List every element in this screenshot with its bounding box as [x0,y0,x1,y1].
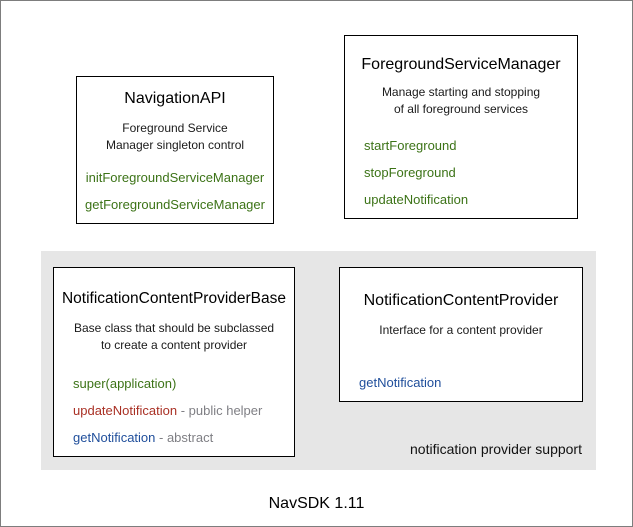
method-list: initForegroundServiceManager getForegrou… [77,170,273,212]
method-name: super(application) [73,376,177,391]
class-description-line: Interface for a content provider [379,323,543,337]
method-label: getNotification - abstract [73,430,294,445]
method-label: getNotification [359,375,442,390]
class-description-line: Foreground Service [122,121,228,135]
class-box-notification-content-provider-base: NotificationContentProviderBase Base cla… [53,267,295,457]
class-box-navigation-api: NavigationAPI Foreground Service Manager… [76,76,274,224]
method-label: getForegroundServiceManager [85,197,265,212]
method-label: initForegroundServiceManager [85,170,265,185]
class-title: NotificationContentProvider [363,292,559,309]
diagram-caption: NavSDK 1.11 [268,495,365,512]
class-description: Manage starting and stopping of all fore… [345,84,577,118]
class-description: Interface for a content provider [340,322,582,339]
method-label: updateNotification [364,192,469,207]
class-box-foreground-service-manager: ForegroundServiceManager Manage starting… [344,35,578,219]
method-list: startForeground stopForeground updateNot… [345,138,577,207]
method-list: super(application) updateNotification - … [54,376,294,445]
class-title: NavigationAPI [124,90,226,107]
class-title: ForegroundServiceManager [361,56,561,73]
class-description-line: Base class that should be subclassed [73,321,275,335]
class-description-line: of all foreground services [393,102,529,116]
method-label: stopForeground [364,165,456,180]
method-label: startForeground [364,138,457,153]
class-description-line: Manager singleton control [105,138,245,152]
class-description-line: Manage starting and stopping [381,85,541,99]
method-label: super(application) [73,376,294,391]
method-annotation: - public helper [177,403,263,418]
class-description: Foreground Service Manager singleton con… [77,120,273,154]
group-label: notification provider support [410,441,582,457]
class-box-notification-content-provider: NotificationContentProvider Interface fo… [339,267,583,402]
method-name: updateNotification [73,403,178,418]
class-description: Base class that should be subclassed to … [54,320,294,354]
class-description-line: to create a content provider [100,338,248,352]
method-label: updateNotification - public helper [73,403,294,418]
method-name: getNotification [73,430,156,445]
method-list: getNotification [340,375,582,390]
method-annotation: - abstract [155,430,214,445]
class-title: NotificationContentProviderBase [61,290,286,307]
